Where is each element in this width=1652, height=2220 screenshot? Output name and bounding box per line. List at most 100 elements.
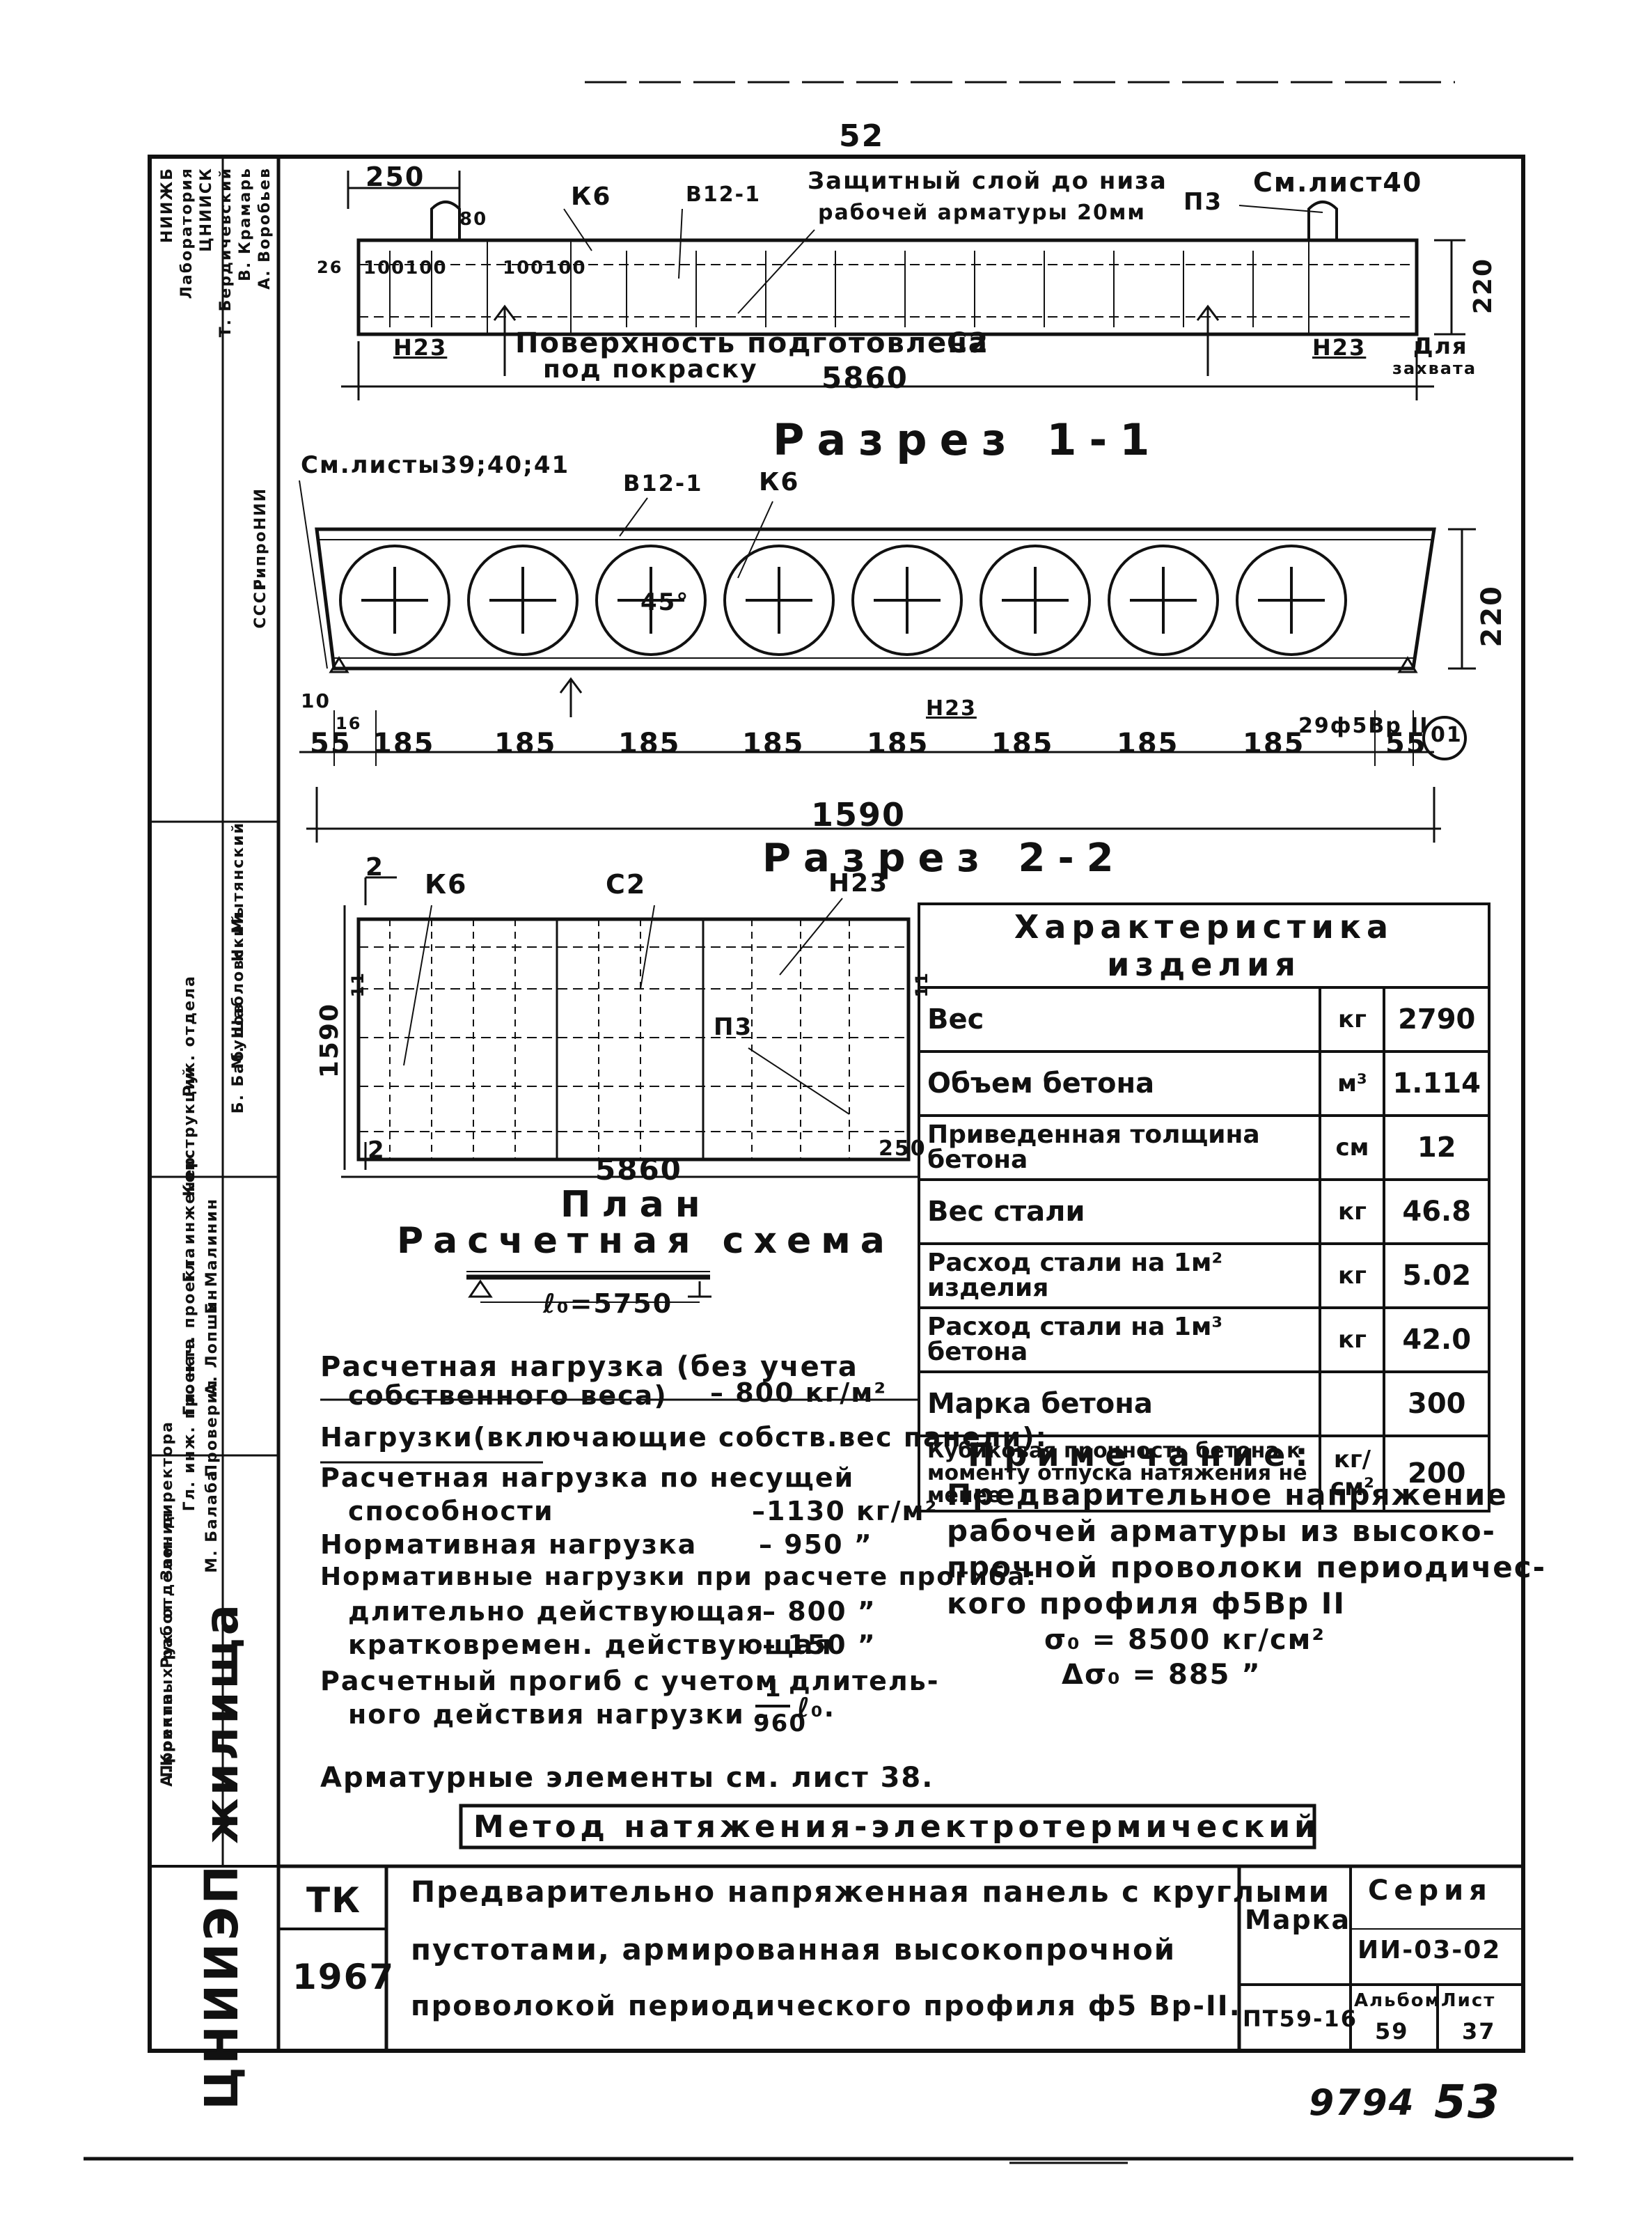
section11-v12-label: В12-1 (623, 470, 703, 497)
top-page-number: 52 (839, 118, 885, 154)
loads-defl-heading: Нормативные нагрузки при расчете прогиба… (320, 1563, 1037, 1591)
title-desc-line3: проволокой периодического профиля ф5 Вр-… (411, 1990, 1241, 2022)
note-line6: Δσ₀ = 885 ˮ (1062, 1659, 1261, 1691)
characteristics-unit: кг/см² (1319, 1435, 1386, 1512)
section11-dim: 185 (1243, 728, 1305, 760)
title-year: 1967 (292, 1957, 395, 1997)
side-stamp-entry: А.Криппа (159, 1692, 176, 1787)
note-title: Примечание: (968, 1436, 1318, 1474)
side-stamp-entry: В. Крамарь (237, 167, 254, 281)
elev-dim-80: 80 (459, 209, 488, 230)
note-line1: Предварительное напряжение (947, 1478, 1508, 1512)
elev-dim-5860: 5860 (821, 361, 908, 395)
characteristics-value: 5.02 (1383, 1242, 1490, 1309)
title-mark: ПТ59-16 (1243, 2006, 1358, 2032)
side-stamp-entry: ЦНИИСК (198, 167, 215, 252)
loads-long-label: длительно действующая (348, 1596, 764, 1627)
section11-dim: 185 (618, 728, 681, 760)
plan-title: План (560, 1184, 711, 1226)
hollow-core (1108, 545, 1219, 656)
side-stamp-entry: Проверил (203, 1379, 221, 1478)
loads-calc-line2: ного действия нагрузки – (348, 1699, 770, 1730)
hollow-core (1236, 545, 1347, 656)
loads-long-value: – 800 ˮ (762, 1596, 876, 1627)
elev-dim-250: 250 (365, 162, 425, 192)
title-tk: ТК (306, 1880, 361, 1921)
side-stamp-entry: Б. Бабулов (230, 1003, 247, 1114)
characteristics-unit (1319, 1370, 1386, 1437)
hollow-core (339, 545, 450, 656)
side-stamp-entry: М. Балаба (203, 1469, 221, 1573)
section11-dim: 185 (742, 728, 805, 760)
section11-see-sheets: См.листы39;40;41 (301, 451, 570, 479)
hollow-core (467, 545, 579, 656)
section11-rebar: 29ф5Вр II (1298, 714, 1429, 738)
characteristics-unit: кг (1319, 1178, 1386, 1245)
section11-title: Разрез 1-1 (773, 414, 1163, 465)
characteristics-name: Расход стали на 1м³ бетона (917, 1306, 1322, 1373)
loads-short-value: – 150 ˮ (762, 1629, 876, 1660)
note-line5: σ₀ = 8500 кг/см² (1044, 1624, 1325, 1656)
note-line2: рабочей арматуры из высоко- (947, 1514, 1496, 1548)
loads-design-value: – 800 кг/м² (710, 1377, 888, 1408)
loads-calc-line1: Расчетный прогиб с учетом длитель- (320, 1666, 940, 1696)
plan-dim-11-left: 11 (348, 971, 368, 998)
title-sheet: 37 (1462, 2018, 1496, 2045)
elev-k6-label: К6 (571, 182, 612, 211)
elev-v12-label: В12-1 (686, 182, 761, 207)
characteristics-value: 200 (1383, 1435, 1490, 1512)
side-stamp-entry: Гл. инж. проекта (181, 1337, 198, 1512)
characteristics-title: Характеристика изделия (918, 902, 1490, 989)
plan-dim-250: 250 (879, 1136, 927, 1161)
characteristics-row: Кубиковая прочность бетона к моменту отп… (917, 1435, 1490, 1512)
characteristics-unit: м³ (1319, 1050, 1386, 1117)
side-stamp-entry: А. Воробьев (256, 167, 274, 290)
side-stamp-entry: ГипроНИИ (252, 487, 269, 590)
title-mark-label: Марка (1245, 1905, 1351, 1935)
elev-grip-line1: Для (1413, 333, 1468, 359)
section11-dim: 185 (372, 728, 435, 760)
section11-angle: 45° (640, 588, 690, 616)
section11-dim: 185 (494, 728, 557, 760)
section11-dim-220: 220 (1476, 585, 1508, 648)
stamp-number: 9794 (1309, 2082, 1415, 2124)
elev-protect-line2: рабочей арматуры 20мм (818, 201, 1146, 225)
section11-n23: Н23 (926, 696, 977, 721)
title-desc-line2: пустотами, армированная высокопрочной (411, 1932, 1177, 1967)
section22-title: Разрез 2-2 (762, 836, 1126, 881)
section11-dim: 185 (867, 728, 929, 760)
elev-n23-left: Н23 (393, 334, 448, 361)
title-series-label: Серия (1368, 1875, 1493, 1907)
section11-k6-label: К6 (759, 468, 800, 497)
elev-dim-26: 26 (317, 258, 343, 277)
loads-cap-line2: способности (348, 1496, 554, 1526)
section11-marker: 01 (1431, 723, 1463, 747)
title-desc-line1: Предварительно напряженная панель с круг… (411, 1875, 1331, 1909)
page-number: 53 (1434, 2075, 1501, 2129)
plan-dim-1590: 1590 (315, 1003, 344, 1079)
title-series: ИИ-03-02 (1358, 1936, 1502, 1964)
characteristics-name: Приведенная толщина бетона (917, 1114, 1322, 1181)
section11-dim-16: 16 (336, 714, 362, 733)
title-sheet-label: Лист (1441, 1990, 1496, 2011)
characteristics-name: Кубиковая прочность бетона к моменту отп… (917, 1435, 1322, 1512)
side-stamp-entry: НИИЖБ (159, 167, 176, 243)
elev-dim-100-right: 100100 (503, 258, 587, 279)
hollow-core (851, 545, 963, 656)
plan-label-2-top: 2 (365, 853, 385, 882)
characteristics-value: 12 (1383, 1114, 1490, 1181)
loads-frac-den: 960 (753, 1710, 807, 1737)
characteristics-unit: кг (1319, 1306, 1386, 1373)
section11-dim: 55 (1385, 728, 1427, 760)
plan-p3-label: П3 (714, 1013, 753, 1041)
side-stamp-entry: Лаборатория (178, 167, 196, 299)
loads-norm-value: – 950 ˮ (759, 1529, 873, 1560)
characteristics-unit: см (1319, 1114, 1386, 1181)
characteristics-value: 1.114 (1383, 1050, 1490, 1117)
characteristics-value: 42.0 (1383, 1306, 1490, 1373)
